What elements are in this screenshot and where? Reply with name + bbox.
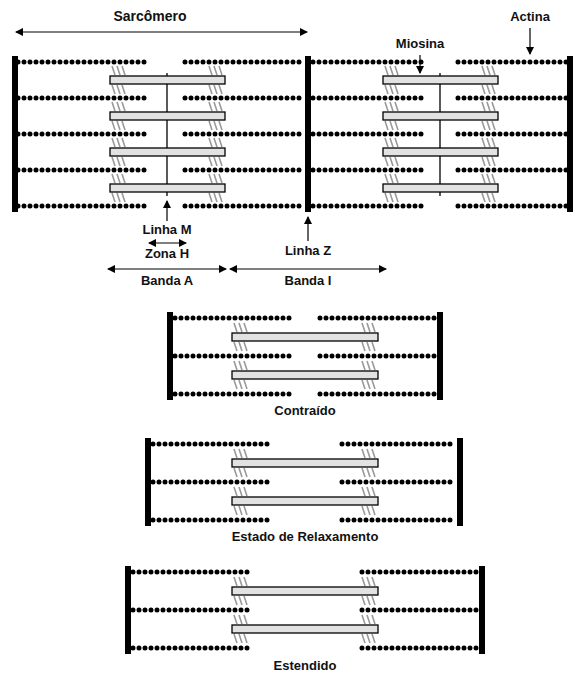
actin-filament	[458, 204, 567, 209]
stretched-sarcomere	[125, 566, 485, 654]
myosin-filament	[383, 76, 498, 84]
actin-filament	[313, 60, 423, 65]
dimension-arrow	[108, 268, 226, 269]
z-line	[125, 566, 131, 654]
actin-filaments	[18, 62, 567, 206]
part-label: Actina	[510, 10, 550, 25]
myosin-filament	[232, 625, 378, 633]
z-line	[12, 56, 18, 212]
leader-arrow	[307, 217, 308, 241]
actin-filament	[458, 60, 567, 65]
relaxed-sarcomere	[145, 438, 463, 526]
myosin-filament	[232, 587, 378, 595]
m-line	[439, 73, 440, 196]
myosin-filament	[232, 497, 378, 505]
m-line	[166, 73, 167, 196]
part-label: Banda A	[141, 274, 193, 289]
actin-filament	[313, 132, 423, 137]
cross-bridges	[112, 66, 495, 202]
actin-filament	[18, 168, 150, 173]
leader-arrow	[419, 55, 420, 73]
actin-filament	[458, 132, 567, 137]
myosin-filament	[232, 459, 378, 467]
actin-filament	[133, 570, 248, 575]
actin-filament	[153, 480, 268, 485]
part-label: Miosina	[396, 37, 444, 52]
actin-filament	[175, 392, 290, 397]
part-label: Linha M	[142, 223, 191, 238]
actin-filament	[153, 518, 268, 523]
myosin-filaments	[110, 76, 498, 192]
actin-filament	[175, 354, 290, 359]
contracted-sarcomere	[167, 312, 443, 400]
leader-lines	[16, 28, 530, 269]
z-lines	[12, 56, 573, 212]
actin-filament	[320, 392, 435, 397]
top-sarcomeres	[12, 56, 573, 212]
actin-filament	[362, 646, 477, 651]
actin-filament	[313, 204, 423, 209]
z-line	[457, 438, 463, 526]
actin-filament	[320, 354, 435, 359]
z-line	[479, 566, 485, 654]
actin-filament	[18, 60, 150, 65]
state-caption: Estendido	[274, 659, 337, 674]
actin-filament	[153, 442, 268, 447]
leader-arrow	[166, 201, 167, 221]
dimension-arrow	[230, 268, 386, 269]
myosin-filament	[110, 184, 225, 192]
actin-filament	[362, 608, 477, 613]
actin-filament	[185, 96, 303, 101]
part-label: Banda I	[285, 274, 332, 289]
actin-filament	[185, 60, 303, 65]
actin-filament	[362, 570, 477, 575]
dimension-arrow	[16, 31, 307, 32]
myosin-filament	[110, 76, 225, 84]
actin-filament	[185, 132, 303, 137]
state-caption: Contraído	[274, 404, 335, 419]
actin-filament	[342, 480, 455, 485]
z-line	[145, 438, 151, 526]
actin-filament	[320, 316, 435, 321]
actin-filament	[342, 442, 455, 447]
z-line	[437, 312, 443, 400]
z-line	[167, 312, 173, 400]
actin-filament	[185, 168, 303, 173]
dimension-arrow	[149, 242, 186, 243]
myosin-filament	[232, 333, 378, 341]
actin-filament	[18, 132, 150, 137]
myosin-filament	[110, 112, 225, 120]
part-label: Sarcômero	[113, 8, 186, 24]
part-label: Zona H	[145, 247, 189, 262]
myosin-filament	[383, 184, 498, 192]
myosin-filament	[110, 148, 225, 156]
actin-filament	[313, 96, 423, 101]
z-line	[305, 56, 311, 212]
actin-filament	[313, 168, 423, 173]
myosin-filament	[232, 371, 378, 379]
part-label: Linha Z	[285, 244, 331, 259]
z-line	[567, 56, 573, 212]
actin-filament	[133, 608, 248, 613]
actin-filament	[342, 518, 455, 523]
actin-filament	[18, 96, 150, 101]
actin-filament	[18, 204, 150, 209]
actin-filament	[175, 316, 290, 321]
state-caption: Estado de Relaxamento	[232, 530, 379, 545]
actin-filament	[458, 96, 567, 101]
actin-filament	[185, 204, 303, 209]
actin-filament	[458, 168, 567, 173]
actin-filament	[133, 646, 248, 651]
myosin-filament	[383, 112, 498, 120]
myosin-filament	[383, 148, 498, 156]
leader-arrow	[529, 28, 530, 54]
m-lines	[167, 73, 440, 196]
